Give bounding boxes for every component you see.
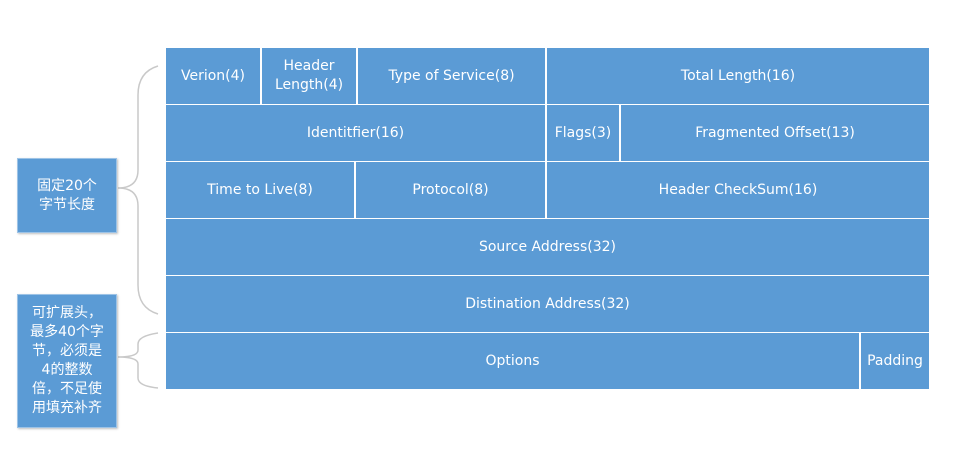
header-checksum-field: Header CheckSum(16) xyxy=(546,161,930,219)
total-length-field: Total Length(16) xyxy=(546,47,930,105)
flags-field: Flags(3) xyxy=(546,104,620,162)
version-field: Verion(4) xyxy=(165,47,261,105)
fixed-length-note: 固定20个 字节长度 xyxy=(17,158,117,233)
destination-address-field: Distination Address(32) xyxy=(165,275,930,333)
fragmented-offset-field: Fragmented Offset(13) xyxy=(620,104,930,162)
options-field: Options xyxy=(165,332,860,390)
header-length-field: Header Length(4) xyxy=(261,47,357,105)
fixed-header-brace xyxy=(117,65,159,315)
padding-field: Padding xyxy=(860,332,930,390)
options-brace xyxy=(117,332,159,389)
time-to-live-field: Time to Live(8) xyxy=(165,161,355,219)
identifier-field: Identitfier(16) xyxy=(165,104,546,162)
extensible-header-note: 可扩展头， 最多40个字 节，必须是 4的整数 倍，不足使 用填充补齐 xyxy=(17,294,117,428)
protocol-field: Protocol(8) xyxy=(355,161,546,219)
